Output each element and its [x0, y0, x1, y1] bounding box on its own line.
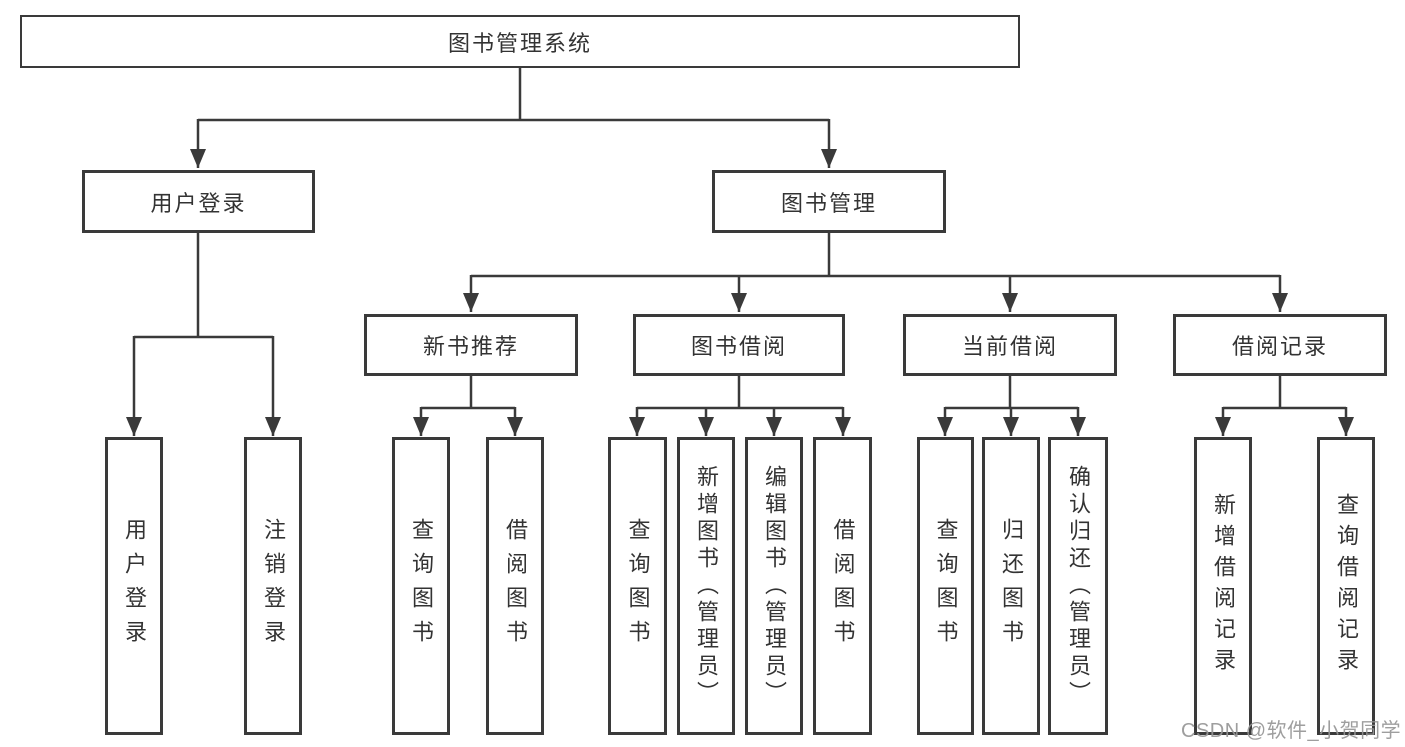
leaf-add-book-admin-label: 新增图书（管理员） [694, 464, 719, 708]
leaf-logout: 注销登录 [244, 437, 302, 735]
node-borrow-records: 借阅记录 [1173, 314, 1387, 376]
node-current-borrow-label: 当前借阅 [961, 334, 1058, 359]
leaf-return-books-label: 归还图书 [999, 518, 1024, 654]
node-book-borrow: 图书借阅 [633, 314, 845, 376]
connector-root-to-level2 [190, 68, 837, 168]
connector-currentborrow-to-leaves [937, 376, 1086, 436]
leaf-query-books-3: 查询图书 [917, 437, 974, 735]
leaf-query-borrow-record: 查询借阅记录 [1317, 437, 1375, 735]
node-book-management-label: 图书管理 [780, 190, 877, 216]
node-current-borrow: 当前借阅 [903, 314, 1117, 376]
node-root-label: 图书管理系统 [447, 30, 592, 56]
leaf-add-borrow-record-label: 新增借阅记录 [1211, 493, 1236, 679]
leaf-query-borrow-record-label: 查询借阅记录 [1334, 493, 1359, 679]
watermark: CSDN @软件_小贺同学 [1181, 720, 1402, 742]
node-root: 图书管理系统 [20, 15, 1020, 68]
node-book-borrow-label: 图书借阅 [690, 334, 787, 359]
leaf-query-books-2: 查询图书 [608, 437, 667, 735]
connector-borrowrecords-to-leaves [1215, 376, 1354, 436]
leaf-add-book-admin: 新增图书（管理员） [677, 437, 735, 735]
leaf-user-login: 用户登录 [105, 437, 163, 735]
node-new-book-recommend: 新书推荐 [364, 314, 578, 376]
leaf-edit-book-admin: 编辑图书（管理员） [745, 437, 803, 735]
node-book-management: 图书管理 [712, 170, 946, 233]
node-borrow-records-label: 借阅记录 [1231, 334, 1328, 359]
leaf-confirm-return-admin-label: 确认归还（管理员） [1066, 464, 1091, 708]
node-user-login-label: 用户登录 [150, 190, 247, 216]
leaf-query-books-1: 查询图书 [392, 437, 450, 735]
leaf-query-books-3-label: 查询图书 [933, 518, 959, 654]
leaf-return-books: 归还图书 [982, 437, 1040, 735]
leaf-confirm-return-admin: 确认归还（管理员） [1048, 437, 1108, 735]
connector-bookmgmt-to-level3 [463, 233, 1288, 312]
connector-bookborrow-to-leaves [629, 376, 851, 436]
node-user-login: 用户登录 [82, 170, 315, 233]
leaf-query-books-2-label: 查询图书 [625, 518, 651, 654]
leaf-borrow-books-1-label: 借阅图书 [503, 518, 528, 654]
leaf-add-borrow-record: 新增借阅记录 [1194, 437, 1252, 735]
node-new-book-recommend-label: 新书推荐 [422, 334, 519, 359]
connector-newbooks-to-leaves [413, 376, 523, 436]
leaf-user-login-label: 用户登录 [122, 518, 147, 654]
leaf-borrow-books-2-label: 借阅图书 [830, 518, 856, 654]
leaf-logout-label: 注销登录 [261, 518, 286, 654]
leaf-borrow-books-2: 借阅图书 [813, 437, 872, 735]
leaf-edit-book-admin-label: 编辑图书（管理员） [762, 464, 787, 708]
leaf-query-books-1-label: 查询图书 [409, 518, 434, 654]
connector-userlogin-to-leaves [126, 233, 281, 436]
leaf-borrow-books-1: 借阅图书 [486, 437, 544, 735]
